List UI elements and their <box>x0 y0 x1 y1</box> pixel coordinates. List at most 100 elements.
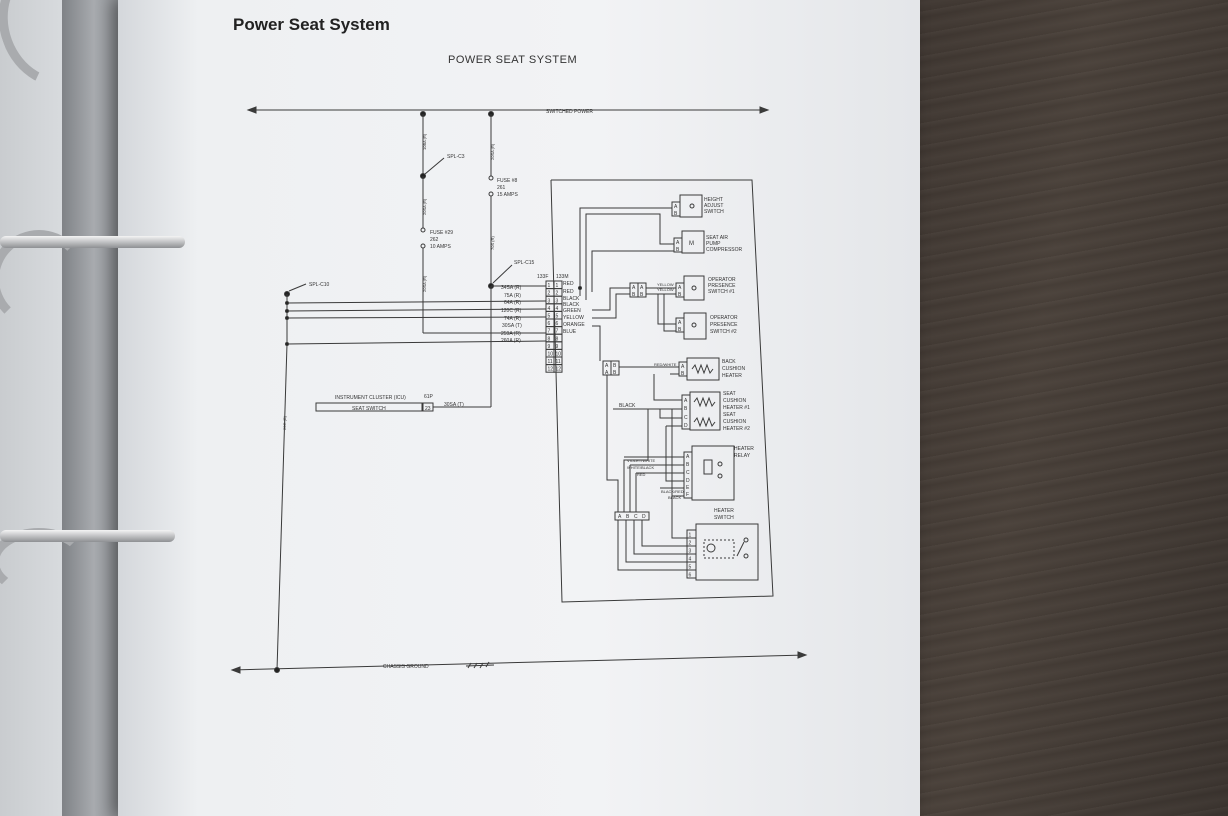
seat-heater-pin-d: D <box>684 423 688 429</box>
height-adjust-contact <box>689 203 695 209</box>
cluster-pin-label: SEAT SWITCH <box>352 406 386 412</box>
connector-left-pin-label-12: 12 <box>548 367 554 373</box>
presence-2-line3: SWITCH #2 <box>710 329 737 335</box>
relay-pin-f: F <box>686 492 689 498</box>
connector-right-pin-label-12: 12 <box>556 367 562 373</box>
seat-heaters-box <box>689 391 721 431</box>
heater-switch-pin-label-2: 2 <box>689 541 692 547</box>
connector-color-5: GREEN <box>563 308 581 314</box>
presence-1-line2: PRESENCE <box>708 283 736 289</box>
connector-right-pin-label-10: 10 <box>556 352 562 358</box>
presence-1-conn-b1: B <box>632 292 636 298</box>
wire-label-black-2: BLACK <box>668 495 681 500</box>
wire-label-red-white: RED/WHITE <box>654 362 677 367</box>
node-pin2 <box>578 286 582 290</box>
wire-presence-1-in-b <box>592 293 630 319</box>
cluster-box <box>315 402 423 412</box>
switch-conn-b: B <box>626 514 630 520</box>
connector-left-pin-label-3: 3 <box>548 298 551 304</box>
heater-switch-inner <box>703 539 735 559</box>
seat-heater-2-element <box>693 416 716 428</box>
heater-switch-pin-label-5: 5 <box>689 565 692 571</box>
wire-height-b <box>585 213 674 300</box>
heater-conn-right <box>610 360 620 376</box>
binder-ring-middle-shine <box>0 236 185 248</box>
connector-wire-6: 30SA (T) <box>502 323 522 329</box>
heater-switch-line2: SWITCH <box>714 515 734 521</box>
fuse-8-bottom <box>488 191 494 197</box>
air-pump-pin-b: B <box>676 247 680 253</box>
splice-c3-leader <box>424 157 445 175</box>
splice-c10-label: SPL-C10 <box>309 282 330 288</box>
presence-2-contact <box>691 322 697 328</box>
fuse-29-name: FUSE #29 <box>430 230 453 236</box>
wire-to-heater-conn <box>592 325 601 361</box>
wire-presence-2-a <box>657 294 676 325</box>
wire-label-20sa-low: 20SA (R) <box>422 275 427 292</box>
heater-relay-box <box>691 445 735 501</box>
ground-arrow-right <box>797 651 808 659</box>
ground-node <box>274 667 280 673</box>
fuse-29-rating: 10 AMPS <box>430 244 452 250</box>
wire-label-white-black: WHITE/BLACK <box>627 465 654 470</box>
connector-wire-3: 64A (R) <box>504 300 521 306</box>
connector-left-pin-label-9: 9 <box>548 344 551 350</box>
wire-switch-1 <box>617 520 687 571</box>
splice-c15-leader <box>492 264 513 284</box>
heater-switch-line1: HEATER <box>714 508 734 514</box>
wire-label-20sa-mid: 20SA (R) <box>422 198 427 215</box>
cluster-pin: 23 <box>425 406 431 412</box>
connector-left-pin-label-5: 5 <box>548 314 551 320</box>
wire-label-20sa-right: 20SA (R) <box>490 143 495 160</box>
height-adjust-pin-b: B <box>674 211 678 217</box>
presence-1-box <box>683 275 705 301</box>
wire-label-yellow-2: YELLOW <box>657 287 674 292</box>
connector-right-pin-label-9: 9 <box>556 344 559 350</box>
switched-power-label: SWITCHED POWER <box>546 109 593 115</box>
seat-heater-1-line1: SEAT <box>723 391 736 397</box>
relay-contact-1 <box>717 461 723 467</box>
back-heater-line2: CUSHION <box>722 366 745 372</box>
connector-left-pin-label-10: 10 <box>548 352 554 358</box>
connector-left-pin-label-4: 4 <box>548 306 551 312</box>
wire-switch-3 <box>633 520 687 555</box>
switch-conn-box <box>614 511 650 521</box>
binder-ring-bottom-shine <box>0 530 175 542</box>
back-heater-pin-a: A <box>681 364 685 370</box>
seat-harness-outline <box>550 179 774 603</box>
wood-grain-texture <box>860 0 1228 816</box>
relay-contact-2 <box>717 473 723 479</box>
connector-left-pin-label-1: 1 <box>548 283 551 289</box>
back-heater-pin-b: B <box>681 371 685 377</box>
wire-label-ground: 20G (B) <box>282 415 287 430</box>
heater-switch-pin-label-4: 4 <box>689 557 692 563</box>
fuse-8-name: FUSE #8 <box>497 178 518 184</box>
connector-right-pin-label-8: 8 <box>556 336 559 342</box>
wire-label-yellow-1: YELLOW <box>657 282 674 287</box>
fuse-8-rating: 15 AMPS <box>497 192 519 198</box>
fuse-8-top <box>488 175 494 181</box>
connector-wire-2: 75A (R) <box>504 293 521 299</box>
connector-left-pin-label-8: 8 <box>548 336 551 342</box>
rail-arrow-right <box>759 106 770 114</box>
cluster-id: 61P <box>424 394 434 400</box>
relay-pin-e: E <box>686 485 690 491</box>
presence-1-contact <box>691 285 697 291</box>
connector-left-id: 133F <box>537 274 548 280</box>
air-pump-line1: SEAT AIR <box>706 235 728 241</box>
heater-switch-pin-label-1: 1 <box>689 533 692 539</box>
connector-color-6: YELLOW <box>563 315 584 321</box>
heater-conn-b1: B <box>613 363 617 369</box>
connector-left-pin-label-6: 6 <box>548 321 551 327</box>
presence-2-pin-a: A <box>678 320 682 326</box>
connector-right-pin-label-6: 6 <box>556 321 559 327</box>
back-heater-element <box>691 363 714 375</box>
connector-left-pin-label-7: 7 <box>548 329 551 335</box>
connector-right-pin-label-1: 1 <box>556 283 559 289</box>
wire-relay-c-drop <box>623 409 649 512</box>
back-heater-line1: BACK <box>722 359 736 365</box>
connector-wire-5: 74A (R) <box>504 316 521 322</box>
heater-switch-pin-label-3: 3 <box>689 549 692 555</box>
